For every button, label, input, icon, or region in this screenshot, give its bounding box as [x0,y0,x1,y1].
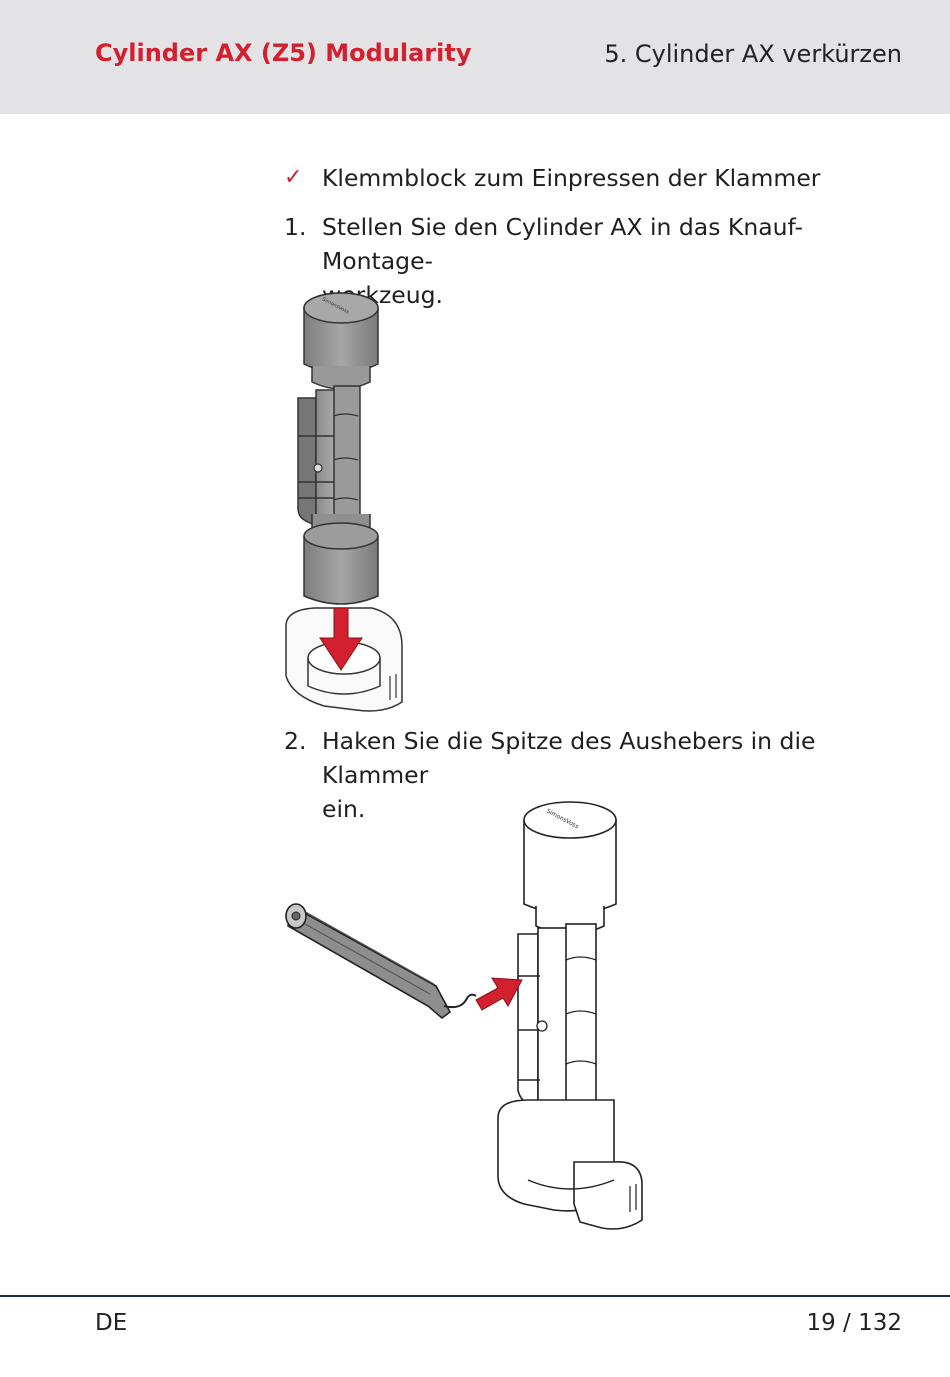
step-2-text: Haken Sie die Spitze des Aushebers in di… [322,724,902,826]
top-knob [303,292,379,390]
document-title: Cylinder AX (Z5) Modularity [95,39,472,67]
lifter-tool [285,903,477,1020]
step-2-text-line2: ein. [322,795,366,823]
cylinder-body [517,923,597,1107]
bottom-knob [303,514,379,605]
step-2-text-line1: Haken Sie die Spitze des Aushebers in di… [322,727,816,789]
footer-divider [0,1295,950,1297]
checkmark-icon: ✓ [284,165,303,190]
footer-language: DE [95,1310,128,1336]
down-arrow-icon [319,607,363,671]
section-title: 5. Cylinder AX verkürzen [604,40,902,68]
step-2-number: 2. [284,727,307,755]
knob-mounting-tool [497,1099,643,1230]
right-arrow-icon [475,977,523,1011]
cylinder-body [297,385,361,539]
top-knob [523,801,617,935]
page-number: 19 / 132 [806,1310,902,1336]
figure-lifter-hooked-into-clip: SimonsVoss [285,801,643,1230]
figure-cylinder-in-knob-tool: SimonsVoss [285,292,403,712]
prerequisite-text: Klemmblock zum Einpressen der Klammer [322,164,821,192]
step-1-number: 1. [284,213,307,241]
step-1-text: Stellen Sie den Cylinder AX in das Knauf… [322,210,902,312]
step-1-text-line1: Stellen Sie den Cylinder AX in das Knauf… [322,213,803,275]
page-header: Cylinder AX (Z5) Modularity 5. Cylinder … [0,0,950,114]
